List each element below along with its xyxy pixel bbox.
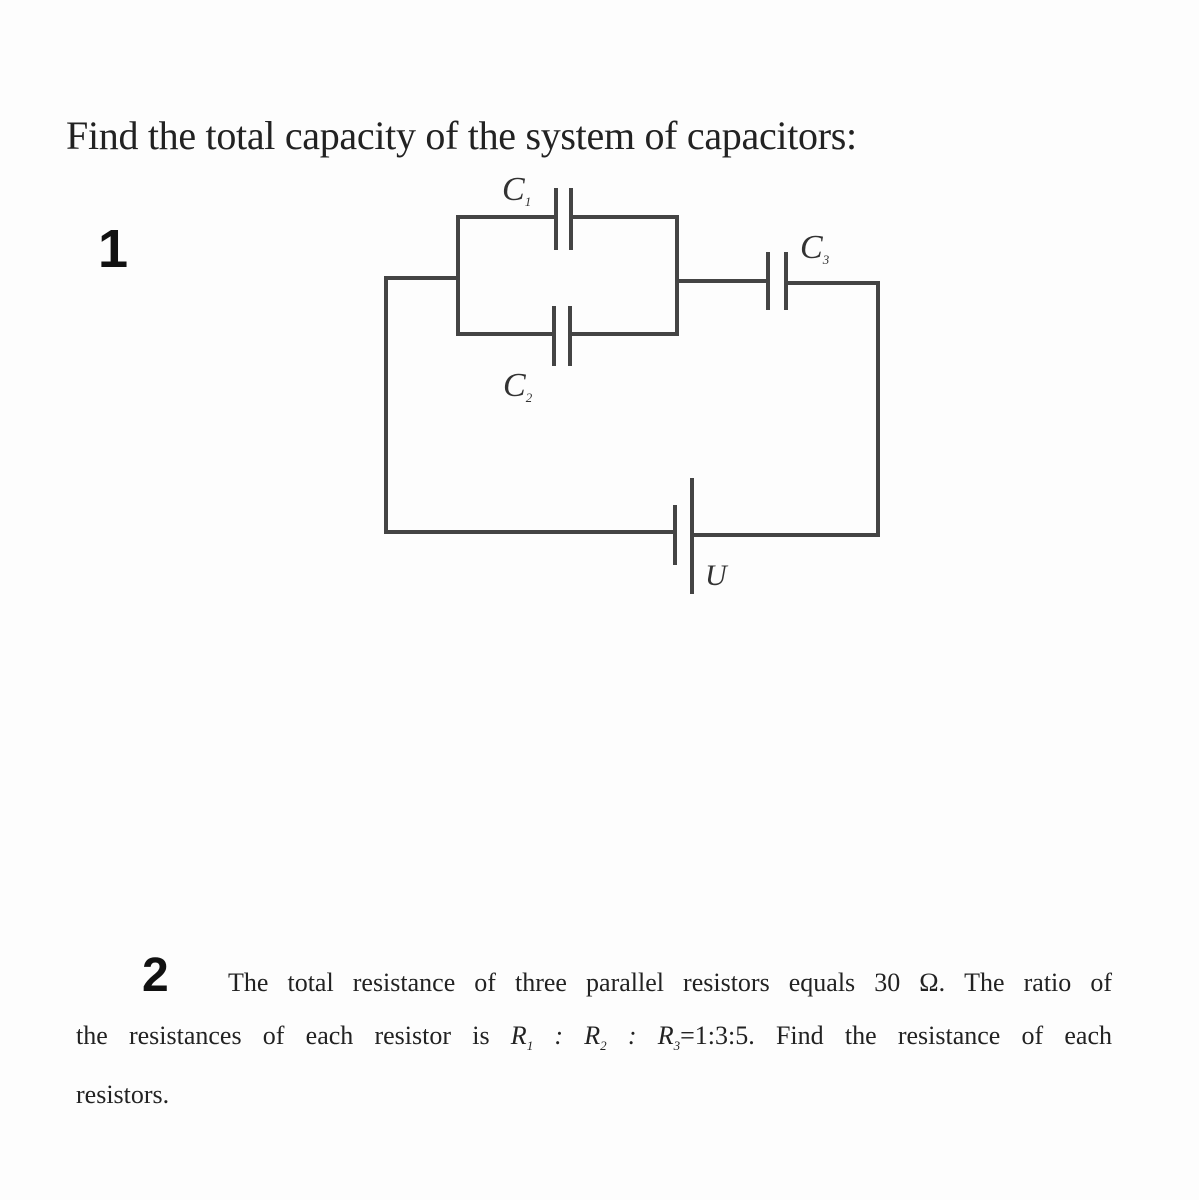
- wire-parallel-bottom-right: [570, 280, 679, 336]
- wire-parallel-top-right: [570, 215, 679, 280]
- wire-right-loop: [692, 281, 880, 537]
- problem-1-number: 1: [98, 219, 129, 279]
- label-c3: C3: [800, 229, 830, 267]
- problem-2-line-2: the resistances of each resistor is R1 :…: [76, 1021, 1113, 1054]
- problem-2-line-1: The total resistance of three parallel r…: [228, 968, 1112, 997]
- problem-2-line-3: resistors.: [76, 1080, 170, 1109]
- wire-parallel-top-left: [456, 215, 556, 278]
- problem-1-title: Find the total capacity of the system of…: [66, 113, 857, 158]
- label-u: U: [705, 559, 729, 592]
- label-c1: C1: [502, 171, 531, 209]
- problem-2-number: 2: [142, 949, 169, 1002]
- wire-left-loop: [384, 276, 675, 534]
- wire-parallel-bottom-left: [456, 278, 555, 336]
- resistance-ratio: R1 : R2 : R3: [510, 1021, 681, 1054]
- label-c2: C2: [503, 367, 533, 405]
